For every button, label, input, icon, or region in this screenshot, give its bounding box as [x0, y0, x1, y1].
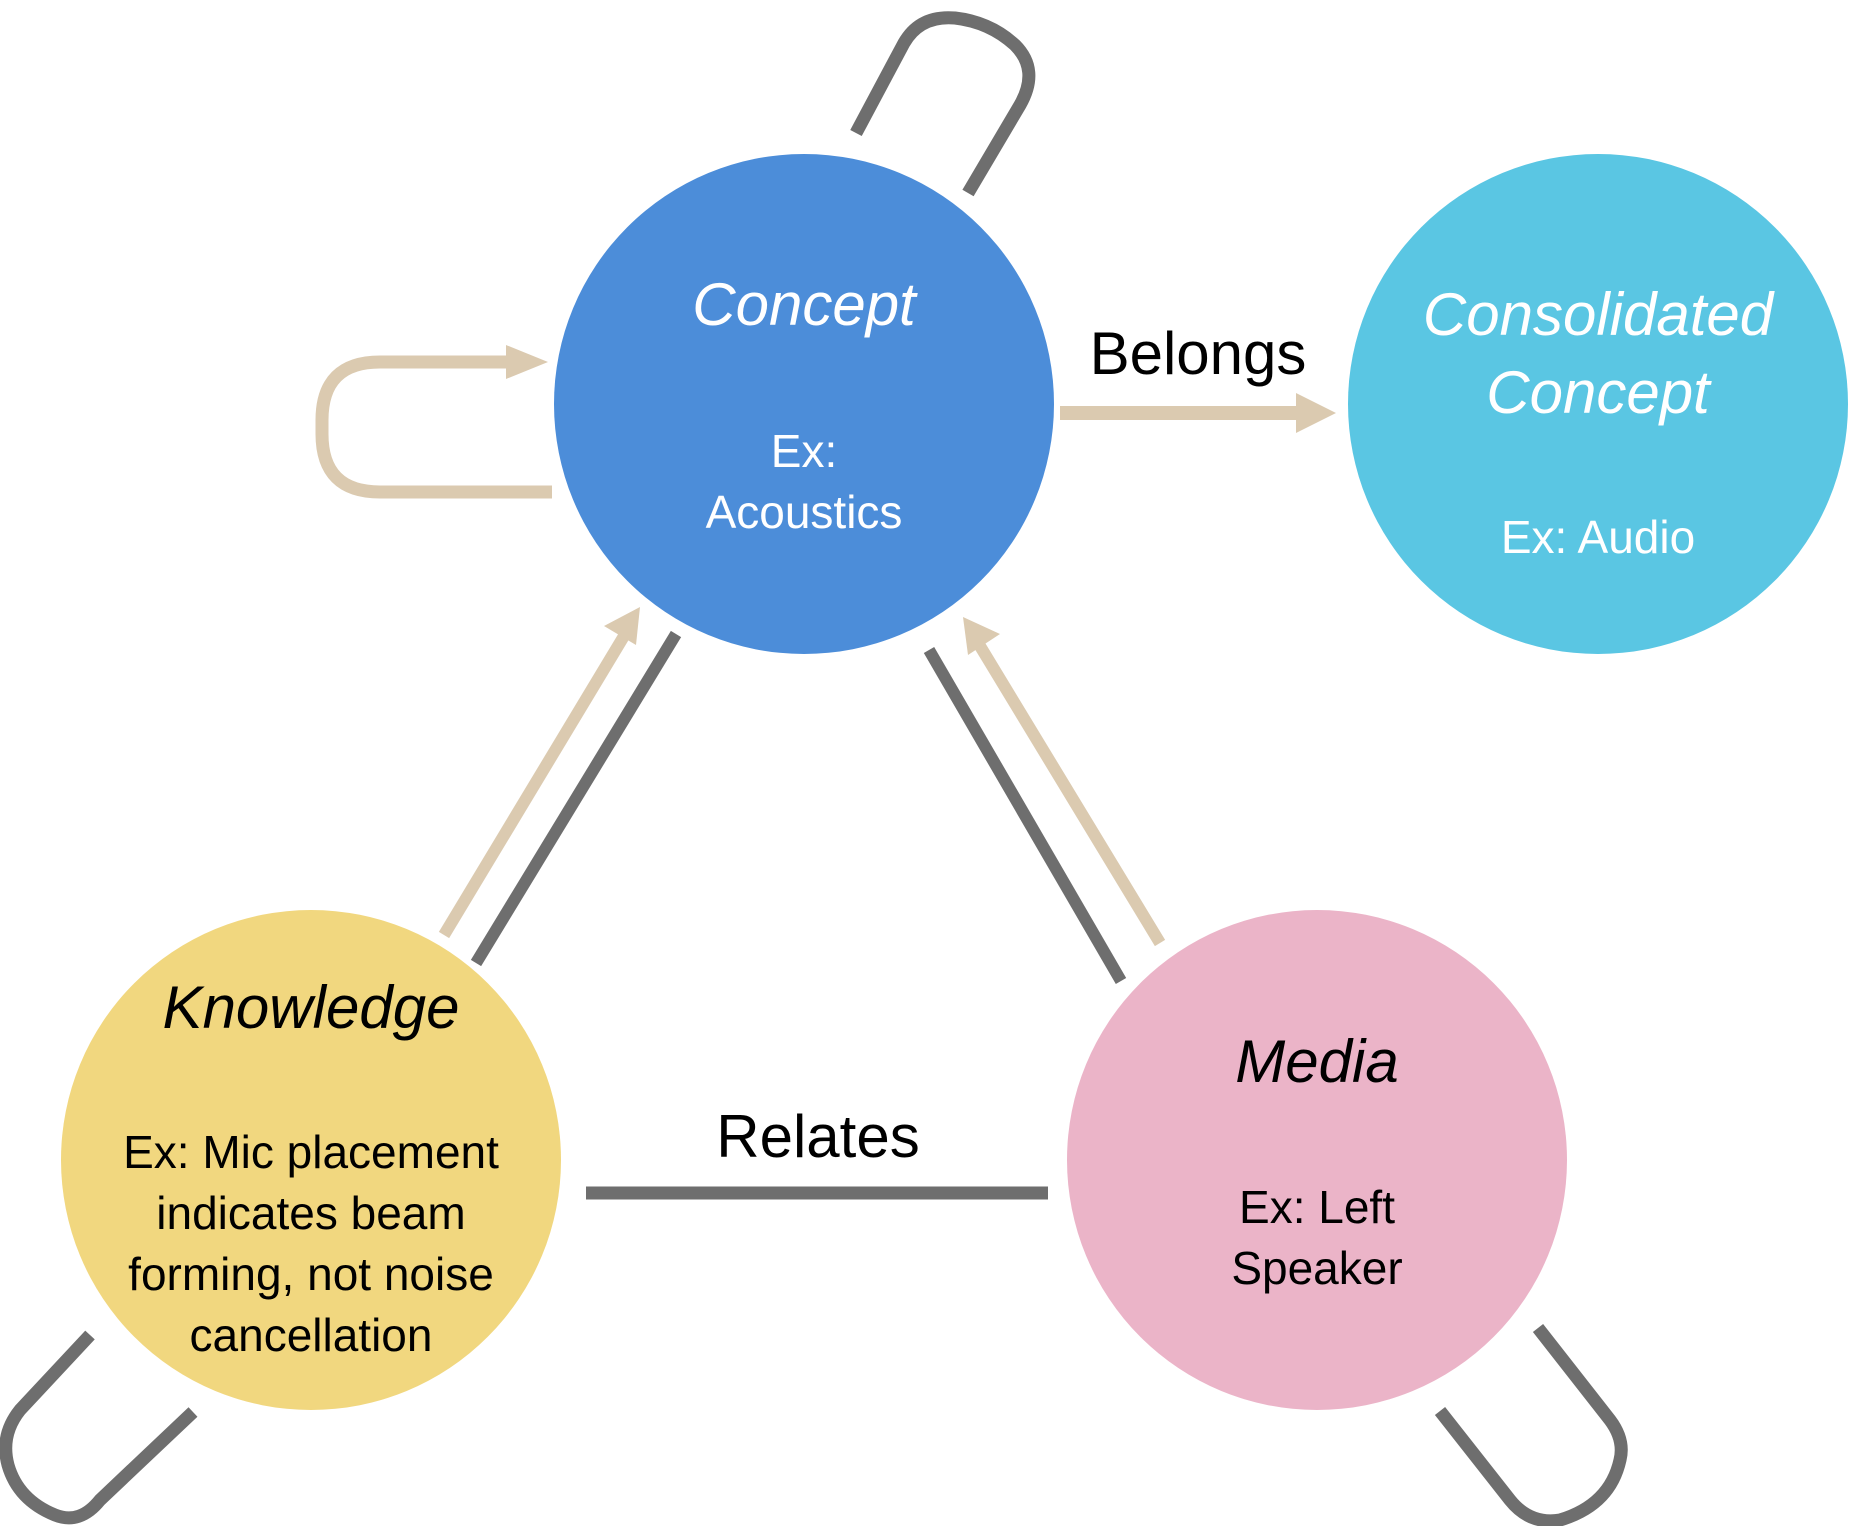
- knowledge-example-line-2: indicates beam: [156, 1187, 465, 1239]
- knowledge-circle[interactable]: [61, 910, 561, 1410]
- node-media[interactable]: Media Ex: Left Speaker: [1067, 910, 1567, 1410]
- media-circle[interactable]: [1067, 910, 1567, 1410]
- concept-circle[interactable]: [554, 154, 1054, 654]
- node-concept[interactable]: Concept Ex: Acoustics: [554, 154, 1054, 654]
- knowledge-concept-relates-line: [470, 630, 682, 967]
- knowledge-concept-directed-line: [438, 632, 630, 939]
- knowledge-title: Knowledge: [163, 974, 460, 1041]
- media-title: Media: [1235, 1028, 1398, 1095]
- concept-title: Concept: [692, 271, 918, 338]
- relates-label: Relates: [716, 1103, 919, 1170]
- media-concept-directed-line: [974, 642, 1166, 947]
- consolidated-example-line-1: Ex: Audio: [1501, 511, 1695, 563]
- media-concept-relates-line: [923, 646, 1127, 985]
- media-example-line-2: Speaker: [1231, 1242, 1402, 1294]
- knowledge-example-line-3: forming, not noise: [128, 1248, 494, 1300]
- concept-example-line-1: Ex:: [771, 425, 837, 477]
- knowledge-concept-arrowhead: [604, 607, 640, 645]
- media-concept-arrowhead: [963, 617, 1000, 655]
- knowledge-self-loop-relates: [0, 1330, 198, 1525]
- media-example-line-1: Ex: Left: [1239, 1181, 1395, 1233]
- concept-self-loop-directed: [315, 355, 552, 499]
- consolidated-circle[interactable]: [1348, 154, 1848, 654]
- knowledge-example-line-1: Ex: Mic placement: [123, 1126, 499, 1178]
- concept-self-loop-relates: [850, 11, 1036, 197]
- belongs-arrowhead: [1296, 393, 1336, 433]
- consolidated-title-line-1: Consolidated: [1423, 281, 1775, 348]
- consolidated-title-line-2: Concept: [1486, 359, 1712, 426]
- concept-self-loop-arrowhead: [506, 345, 548, 379]
- belongs-label: Belongs: [1090, 320, 1307, 387]
- media-self-loop-relates: [1434, 1323, 1628, 1526]
- node-knowledge[interactable]: Knowledge Ex: Mic placement indicates be…: [61, 910, 561, 1410]
- knowledge-example-line-4: cancellation: [190, 1309, 433, 1361]
- concept-example-line-2: Acoustics: [706, 486, 903, 538]
- node-consolidated-concept[interactable]: Consolidated Concept Ex: Audio: [1348, 154, 1848, 654]
